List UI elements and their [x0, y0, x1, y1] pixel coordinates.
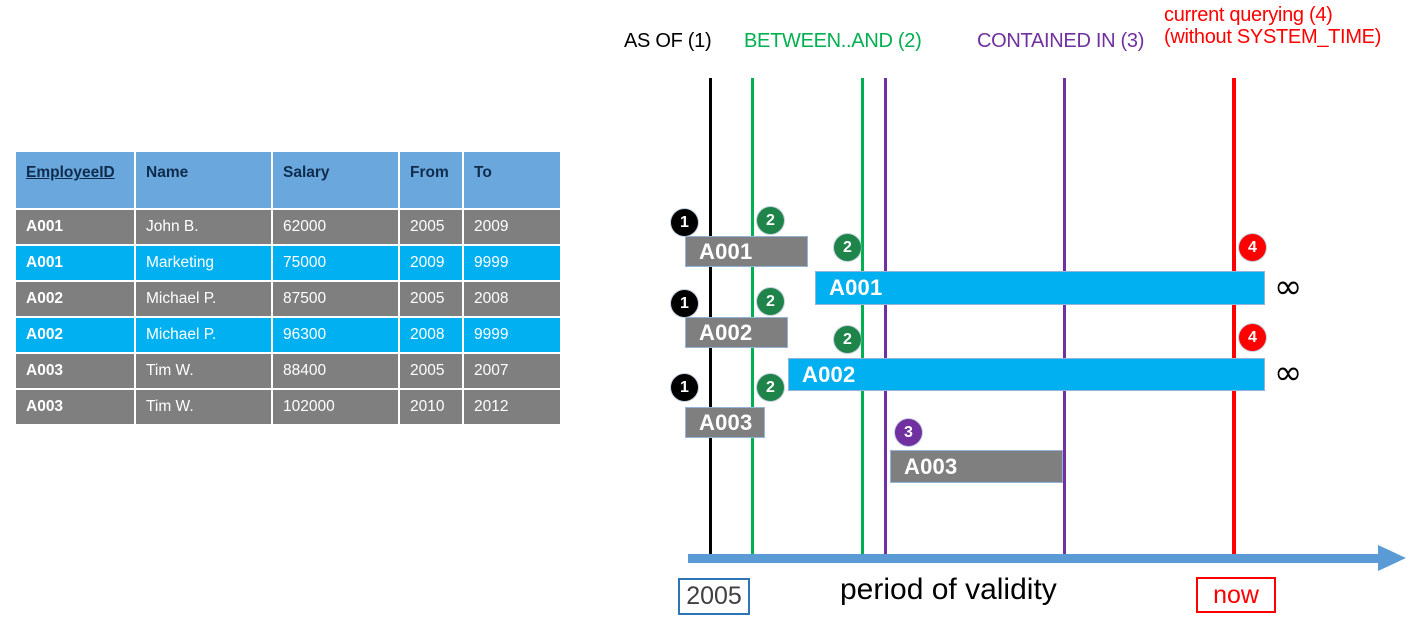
column-header-employeeid: EmployeeID — [16, 152, 134, 208]
cell-to: 9999 — [464, 318, 560, 352]
marker-2: 2 — [757, 288, 784, 315]
cell-salary: 102000 — [273, 390, 398, 424]
cell-employeeid: A003 — [16, 354, 134, 388]
marker-2: 2 — [757, 374, 784, 401]
bar-a002-historic: A002 — [685, 317, 788, 348]
infinity-icon: ∞ — [1274, 267, 1303, 307]
legend-between-and: BETWEEN..AND (2) — [744, 30, 922, 52]
legend-current-querying-line2: (without SYSTEM_TIME) — [1164, 25, 1382, 48]
marker-1: 1 — [671, 290, 698, 317]
legend-contained-in: CONTAINED IN (3) — [977, 30, 1145, 52]
infinity-icon: ∞ — [1274, 353, 1303, 393]
cell-to: 2009 — [464, 210, 560, 244]
legend-as-of: AS OF (1) — [624, 30, 712, 52]
column-header-from: From — [400, 152, 462, 208]
bar-a001-historic: A001 — [685, 236, 808, 267]
column-header-salary-label: Salary — [283, 164, 330, 181]
timeline-axis — [688, 554, 1380, 563]
cell-salary: 62000 — [273, 210, 398, 244]
column-header-name: Name — [136, 152, 271, 208]
legend-current-querying-line1: current querying (4) — [1164, 4, 1333, 26]
cell-name: John B. — [136, 210, 271, 244]
table-row: A002 Michael P. 96300 2008 9999 — [16, 318, 560, 352]
axis-end-label: now — [1196, 577, 1276, 613]
column-header-name-label: Name — [146, 164, 189, 181]
guideline-between-end — [861, 78, 864, 562]
timeline-arrow-icon — [1378, 545, 1406, 571]
cell-to: 2008 — [464, 282, 560, 316]
cell-from: 2010 — [400, 390, 462, 424]
marker-2: 2 — [834, 326, 861, 353]
cell-name: Marketing — [136, 246, 271, 280]
marker-4: 4 — [1239, 324, 1266, 351]
bar-a003-historic-first: A003 — [685, 407, 765, 438]
cell-salary: 96300 — [273, 318, 398, 352]
cell-from: 2009 — [400, 246, 462, 280]
column-header-employeeid-label: EmployeeID — [26, 164, 115, 181]
table-row: A003 Tim W. 88400 2005 2007 — [16, 354, 560, 388]
cell-name: Tim W. — [136, 390, 271, 424]
axis-caption: period of validity — [840, 573, 1057, 606]
table-header-row: EmployeeID Name Salary From To — [16, 152, 560, 208]
cell-to: 2007 — [464, 354, 560, 388]
marker-2: 2 — [757, 207, 784, 234]
cell-from: 2005 — [400, 282, 462, 316]
cell-employeeid: A002 — [16, 282, 134, 316]
table-row: A001 John B. 62000 2005 2009 — [16, 210, 560, 244]
table-row: A002 Michael P. 87500 2005 2008 — [16, 282, 560, 316]
column-header-from-label: From — [410, 164, 449, 181]
table-row: A003 Tim W. 102000 2010 2012 — [16, 390, 560, 424]
cell-name: Michael P. — [136, 318, 271, 352]
cell-to: 2012 — [464, 390, 560, 424]
cell-employeeid: A003 — [16, 390, 134, 424]
marker-1: 1 — [671, 374, 698, 401]
cell-from: 2005 — [400, 354, 462, 388]
cell-employeeid: A001 — [16, 210, 134, 244]
cell-employeeid: A002 — [16, 318, 134, 352]
guideline-contained-end — [1063, 78, 1066, 562]
axis-start-label: 2005 — [678, 578, 750, 615]
column-header-to-label: To — [474, 164, 492, 181]
cell-from: 2008 — [400, 318, 462, 352]
cell-salary: 75000 — [273, 246, 398, 280]
table-row: A001 Marketing 75000 2009 9999 — [16, 246, 560, 280]
bar-a002-current: A002 — [788, 358, 1265, 391]
employee-history-table: EmployeeID Name Salary From To A001 John… — [14, 150, 562, 426]
column-header-to: To — [464, 152, 560, 208]
marker-2: 2 — [834, 234, 861, 261]
guideline-now — [1232, 78, 1236, 562]
cell-salary: 88400 — [273, 354, 398, 388]
cell-name: Tim W. — [136, 354, 271, 388]
cell-to: 9999 — [464, 246, 560, 280]
bar-a001-current: A001 — [815, 271, 1265, 305]
cell-name: Michael P. — [136, 282, 271, 316]
marker-3: 3 — [895, 419, 922, 446]
cell-employeeid: A001 — [16, 246, 134, 280]
marker-1: 1 — [671, 209, 698, 236]
guideline-contained-start — [884, 78, 887, 562]
cell-salary: 87500 — [273, 282, 398, 316]
bar-a003-historic-second: A003 — [890, 450, 1063, 483]
column-header-salary: Salary — [273, 152, 398, 208]
cell-from: 2005 — [400, 210, 462, 244]
legend-current-querying: current querying (4) (without SYSTEM_TIM… — [1164, 4, 1382, 48]
marker-4: 4 — [1239, 234, 1266, 261]
